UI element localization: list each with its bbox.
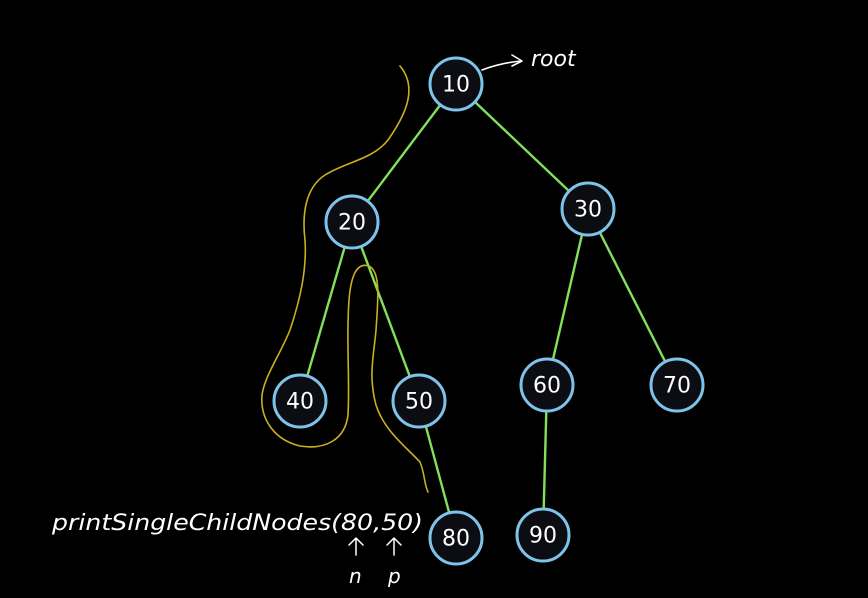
edge-10-20 (366, 103, 442, 203)
node-circle (649, 357, 705, 413)
nodes-layer: 10 20 30 40 50 60 70 80 90 (272, 56, 705, 566)
node-label: 60 (533, 374, 561, 399)
root-label: root (531, 47, 577, 72)
node-circle (519, 357, 575, 413)
node-circle (428, 510, 484, 566)
node-label: 40 (286, 390, 314, 415)
tree-node-30: 30 (560, 181, 616, 237)
node-label: 20 (338, 211, 366, 236)
pointer-p-arrow (386, 537, 402, 556)
edge-50-80 (424, 424, 451, 515)
node-label: 90 (529, 524, 557, 549)
edge-30-60 (551, 233, 584, 361)
tree-node-50: 50 (391, 373, 447, 429)
node-circle (391, 373, 447, 429)
node-circle (560, 181, 616, 237)
root-arrow-head (511, 54, 523, 67)
root-arrow (481, 60, 522, 71)
edge-20-50 (359, 245, 412, 378)
node-circle (515, 507, 571, 563)
node-label: 50 (405, 390, 433, 415)
node-circle (324, 194, 380, 250)
edge-30-70 (598, 231, 667, 363)
edge-60-90 (542, 409, 548, 511)
node-label: 30 (574, 198, 602, 223)
tree-node-80: 80 (428, 510, 484, 566)
tree-node-10: 10 (428, 56, 484, 112)
node-label: 10 (442, 73, 470, 98)
call-annotation: printSingleChildNodes(80,50) (51, 511, 423, 536)
tree-node-90: 90 (515, 507, 571, 563)
node-label: 70 (663, 374, 691, 399)
traversal-highlight-path (261, 65, 429, 493)
pointer-n-label: n (349, 564, 362, 588)
node-circle (428, 56, 484, 112)
node-label: 80 (442, 527, 470, 552)
edge-10-30 (473, 100, 571, 193)
tree-node-70: 70 (649, 357, 705, 413)
tree-node-20: 20 (324, 194, 380, 250)
tree-node-60: 60 (519, 357, 575, 413)
edges-layer (306, 100, 667, 515)
tree-node-40: 40 (272, 373, 328, 429)
node-circle (272, 373, 328, 429)
pointer-p-label: p (387, 564, 401, 588)
pointer-n-arrow (348, 537, 364, 556)
edge-20-40 (306, 245, 346, 378)
